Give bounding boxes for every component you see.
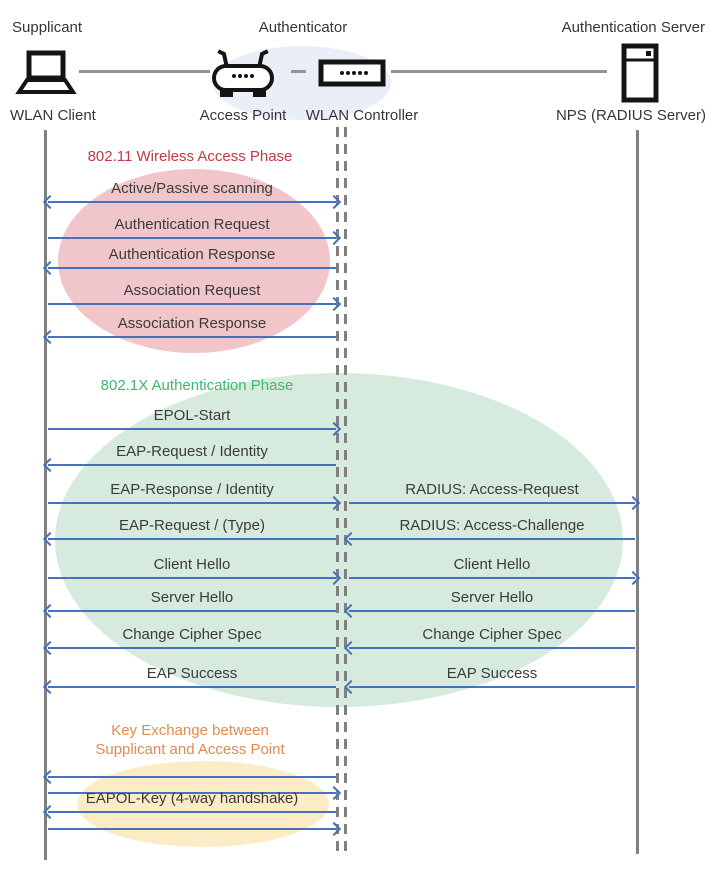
lifeline-authenticator-right — [344, 127, 347, 855]
message-right-radius-access-request: RADIUS: Access-Request — [348, 481, 641, 511]
message-right-client-hello: Client Hello — [348, 556, 641, 586]
role-supplicant: Supplicant — [12, 19, 83, 36]
message-left-unlabeled-20 — [47, 785, 342, 801]
message-label: Authentication Request — [114, 216, 270, 233]
message-left-server-hello: Server Hello — [42, 589, 337, 619]
message-label: EAP-Request / Identity — [116, 443, 268, 460]
message-left-association-request: Association Request — [47, 282, 342, 312]
message-label: Authentication Response — [108, 246, 276, 263]
arrow-line — [48, 828, 336, 830]
arrow-line — [349, 647, 635, 649]
message-label: RADIUS: Access-Challenge — [399, 517, 585, 534]
message-left-eap-request-identity: EAP-Request / Identity — [42, 443, 337, 473]
message-label: RADIUS: Access-Request — [405, 481, 579, 498]
device-label-wlan-client: WLAN Client — [10, 107, 96, 124]
message-label: Change Cipher Spec — [422, 626, 562, 643]
role-authenticator: Authenticator — [258, 19, 348, 36]
arrow-line — [48, 647, 336, 649]
arrow-line — [48, 577, 336, 579]
arrow-line — [349, 538, 635, 540]
arrow-line — [48, 610, 336, 612]
message-right-server-hello: Server Hello — [343, 589, 636, 619]
message-left-active-passive-scanning: Active/Passive scanning — [42, 180, 342, 210]
device-label-access-point: Access Point — [199, 107, 287, 124]
phase1-title: 802.11 Wireless Access Phase — [87, 148, 293, 165]
arrow-line — [48, 502, 336, 504]
arrow-line — [48, 237, 336, 239]
message-label: Association Response — [117, 315, 267, 332]
wlan-controller-icon — [318, 59, 386, 87]
lifeline-radius-server — [636, 130, 639, 854]
arrow-line — [48, 811, 336, 813]
message-label: Change Cipher Spec — [122, 626, 262, 643]
message-label: Server Hello — [150, 589, 234, 606]
message-left-client-hello: Client Hello — [47, 556, 342, 586]
device-label-nps: NPS (RADIUS Server) — [555, 107, 706, 124]
message-label: EPOL-Start — [153, 407, 231, 424]
laptop-icon — [15, 50, 77, 94]
message-left-unlabeled-22 — [47, 821, 342, 837]
message-label: Active/Passive scanning — [111, 180, 273, 197]
arrow-line — [48, 776, 336, 778]
phase3-title-line1: Key Exchange between — [111, 722, 269, 739]
message-label: Server Hello — [450, 589, 534, 606]
message-label: Association Request — [123, 282, 261, 299]
message-label: Client Hello — [153, 556, 231, 573]
arrow-line — [48, 686, 336, 688]
arrow-line — [349, 610, 635, 612]
arrow-line — [48, 538, 336, 540]
connector-controller-server — [391, 70, 607, 73]
access-point-icon — [212, 49, 274, 97]
arrow-line — [48, 792, 336, 794]
phase3-title: Key Exchange between Supplicant and Acce… — [40, 721, 340, 759]
connector-ap-controller — [291, 70, 306, 73]
lifeline-authenticator-left — [336, 127, 339, 855]
arrow-line — [48, 303, 336, 305]
message-right-eap-success: EAP Success — [343, 665, 636, 695]
connector-client-ap — [79, 70, 210, 73]
message-left-authentication-request: Authentication Request — [47, 216, 342, 246]
message-label: EAP-Request / (Type) — [119, 517, 265, 534]
message-left-association-response: Association Response — [42, 315, 337, 345]
message-left-eap-response-identity: EAP-Response / Identity — [47, 481, 342, 511]
arrow-line — [349, 686, 635, 688]
arrow-line — [48, 464, 336, 466]
lifeline-wlan-client — [44, 130, 47, 860]
message-label: Client Hello — [453, 556, 531, 573]
message-left-eapol-key-4-way-handshake: EAPOL-Key (4-way handshake) — [42, 790, 337, 820]
message-left-eap-request-type: EAP-Request / (Type) — [42, 517, 337, 547]
message-left-authentication-response: Authentication Response — [42, 246, 337, 276]
phase1-ellipse — [58, 169, 330, 353]
message-left-eap-success: EAP Success — [42, 665, 337, 695]
message-label: EAP Success — [146, 665, 238, 682]
arrow-line — [48, 428, 336, 430]
message-left-unlabeled-19 — [42, 769, 337, 785]
phase3-title-line2: Supplicant and Access Point — [95, 741, 285, 758]
message-label: EAP-Response / Identity — [110, 481, 274, 498]
message-left-epol-start: EPOL-Start — [47, 407, 342, 437]
arrow-line — [349, 502, 635, 504]
message-right-radius-access-challenge: RADIUS: Access-Challenge — [343, 517, 636, 547]
role-authentication-server: Authentication Server — [561, 19, 705, 36]
arrow-line — [349, 577, 635, 579]
arrow-line — [48, 336, 336, 338]
message-left-change-cipher-spec: Change Cipher Spec — [42, 626, 337, 656]
phase2-title: 802.1X Authentication Phase — [100, 377, 294, 394]
message-label: EAP Success — [446, 665, 538, 682]
arrow-line — [48, 267, 336, 269]
message-right-change-cipher-spec: Change Cipher Spec — [343, 626, 636, 656]
server-icon — [621, 43, 659, 103]
arrow-line — [48, 201, 336, 203]
message-label: EAPOL-Key (4-way handshake) — [85, 790, 299, 807]
phase3-ellipse — [77, 761, 329, 847]
device-label-wlan-controller: WLAN Controller — [305, 107, 419, 124]
